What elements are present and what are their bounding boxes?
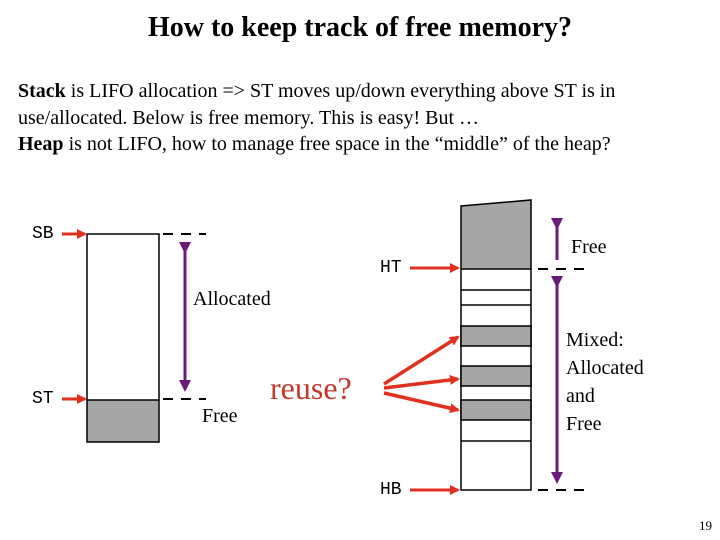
heap-free-top-region: [461, 200, 531, 269]
hb-label: HB: [380, 480, 402, 500]
mixed-label-line: and: [566, 385, 595, 407]
sb-label: SB: [32, 224, 54, 244]
stack-description: is LIFO allocation => ST moves up/down e…: [18, 80, 616, 129]
heap-block: [460, 199, 532, 491]
allocated-label: Allocated: [193, 288, 271, 310]
st-label: ST: [32, 389, 54, 409]
page-number: 19: [699, 518, 712, 533]
mixed-label-line: Mixed:: [566, 329, 624, 351]
ht-label: HT: [380, 258, 402, 278]
reuse-arrow-3: [383, 391, 460, 414]
stack-free-label: Free: [202, 405, 238, 427]
stack-outline: [86, 233, 160, 443]
stack-free-region: [87, 400, 159, 442]
heap-free-block-3: [460, 399, 532, 421]
heap-outline: [460, 199, 532, 491]
heap-description: is not LIFO, how to manage free space in…: [63, 133, 611, 155]
mixed-label-line: Free: [566, 413, 602, 435]
heap-free-block-1: [460, 325, 532, 347]
reuse-arrow-2: [383, 375, 460, 390]
mixed-label-line: Allocated: [566, 357, 644, 379]
slide-paragraph: Stack is LIFO allocation => ST moves up/…: [18, 78, 708, 158]
heap-free-label: Free: [571, 236, 607, 258]
heap-free-block-2: [460, 365, 532, 387]
mixed-label: Mixed: Allocated and Free: [566, 326, 644, 438]
reuse-label: reuse?: [270, 370, 352, 406]
reuse-arrow-1: [383, 335, 460, 386]
slide-title: How to keep track of free memory?: [147, 12, 572, 43]
stack-term: Stack: [18, 80, 66, 102]
heap-term: Heap: [18, 133, 64, 155]
stack-block: [86, 233, 160, 443]
